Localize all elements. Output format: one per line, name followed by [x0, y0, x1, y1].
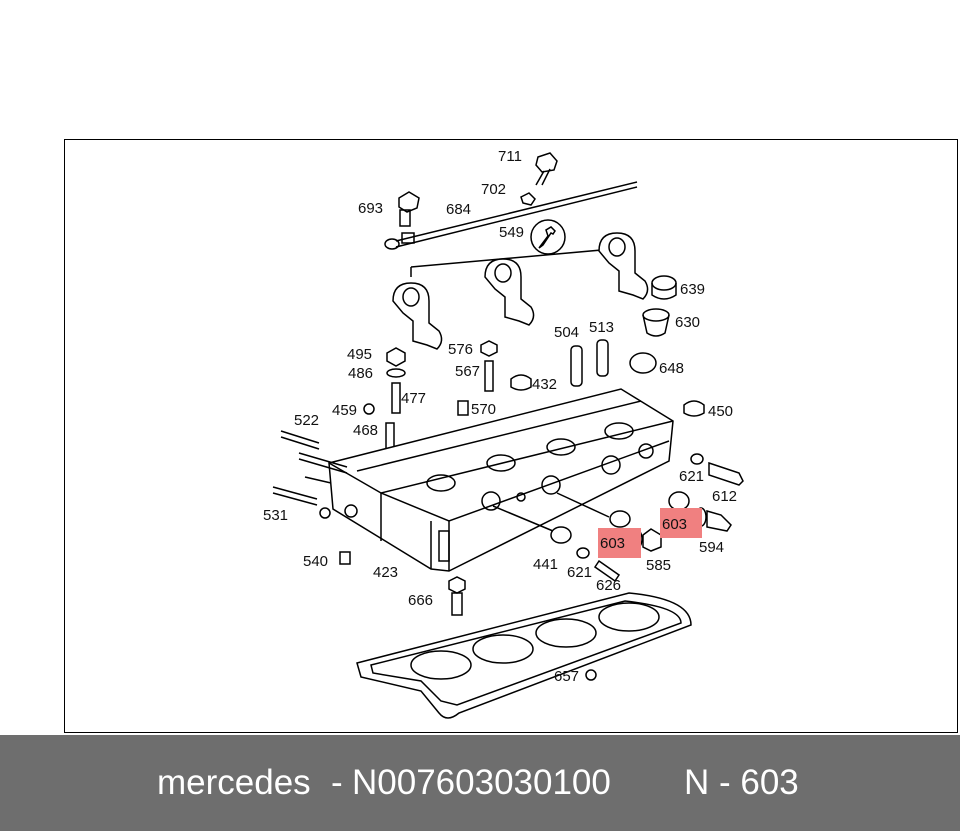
- studs-522: [280, 430, 348, 474]
- cylinder-head-423: [328, 388, 674, 572]
- label-621-lower: 621: [567, 564, 592, 581]
- ring-621-lower: [576, 547, 590, 559]
- cap-639: [651, 275, 677, 300]
- label-666: 666: [408, 592, 433, 609]
- label-702: 702: [481, 181, 506, 198]
- stud-477: [391, 382, 401, 414]
- ring-621-upper: [690, 453, 704, 465]
- plug-432: [510, 374, 532, 391]
- pins-504-513: [570, 339, 609, 387]
- screw-626: [593, 559, 621, 583]
- label-570: 570: [471, 401, 496, 418]
- label-441: 441: [533, 556, 558, 573]
- part-info-footer: mercedes - N007603030100 N - 603: [0, 735, 960, 831]
- label-621-upper: 621: [679, 468, 704, 485]
- label-657: 657: [554, 668, 579, 685]
- plug-594: [706, 510, 732, 532]
- label-576: 576: [448, 341, 473, 358]
- ring-603-lower: [609, 510, 631, 528]
- label-684: 684: [446, 201, 471, 218]
- label-459: 459: [332, 402, 357, 419]
- exploded-parts-diagram: 711 702 693 684 549 639 630 504 513 495 …: [263, 148, 744, 719]
- bolt-666: [448, 576, 466, 616]
- label-594: 594: [699, 539, 724, 556]
- ring-648: [629, 352, 657, 374]
- label-693: 693: [358, 200, 383, 217]
- label-423: 423: [373, 564, 398, 581]
- label-540: 540: [303, 553, 328, 570]
- label-504: 504: [554, 324, 579, 341]
- label-585: 585: [646, 557, 671, 574]
- sensor-612: [708, 461, 744, 486]
- bolt-693: [398, 191, 420, 227]
- label-626: 626: [596, 577, 621, 594]
- sleeve-570: [457, 400, 469, 416]
- label-486: 486: [348, 365, 373, 382]
- clip-702: [520, 192, 536, 206]
- label-567: 567: [455, 363, 480, 380]
- rod-684: [384, 181, 638, 250]
- label-603-lower: 603: [600, 535, 625, 552]
- label-549: 549: [499, 224, 524, 241]
- label-477: 477: [401, 390, 426, 407]
- highlight-603-lower: [598, 528, 641, 558]
- label-450: 450: [708, 403, 733, 420]
- diagram-drawing: [272, 152, 744, 719]
- footer-separator: -: [331, 763, 343, 802]
- plug-450: [683, 400, 705, 417]
- cup-630: [642, 308, 670, 337]
- rocker-support-left: [392, 282, 443, 350]
- plug-441: [550, 526, 572, 544]
- sleeve-540: [339, 551, 351, 565]
- label-603-upper: 603: [662, 516, 687, 533]
- label-432: 432: [532, 376, 557, 393]
- ring-603-upper: [668, 491, 690, 511]
- label-630: 630: [675, 314, 700, 331]
- nut-495: [386, 347, 406, 367]
- ring-459: [363, 403, 375, 415]
- special-tool-549: [530, 219, 566, 255]
- rocker-support-right: [598, 232, 649, 300]
- label-531: 531: [263, 507, 288, 524]
- label-639: 639: [680, 281, 705, 298]
- gasket-657: [356, 592, 692, 719]
- pin-468: [385, 422, 395, 450]
- nut-576: [480, 340, 498, 357]
- part-labels: 711 702 693 684 549 639 630 504 513 495 …: [263, 148, 737, 685]
- plug-585: [642, 528, 662, 552]
- brand-name: mercedes: [157, 763, 311, 802]
- label-495: 495: [347, 346, 372, 363]
- bolt-711: [535, 152, 558, 186]
- washer-486: [386, 368, 406, 378]
- rocker-support-middle: [484, 258, 535, 326]
- diagram-reference: N - 603: [684, 763, 799, 802]
- label-711: 711: [498, 148, 522, 165]
- part-number: N007603030100: [352, 763, 611, 802]
- label-612: 612: [712, 488, 737, 505]
- label-648: 648: [659, 360, 684, 377]
- highlight-603-upper: [660, 508, 702, 538]
- label-522: 522: [294, 412, 319, 429]
- parts-diagram-frame: 711 702 693 684 549 639 630 504 513 495 …: [64, 139, 958, 733]
- label-468: 468: [353, 422, 378, 439]
- label-513: 513: [589, 319, 614, 336]
- studs-531: [272, 476, 332, 506]
- bolt-567: [484, 360, 494, 392]
